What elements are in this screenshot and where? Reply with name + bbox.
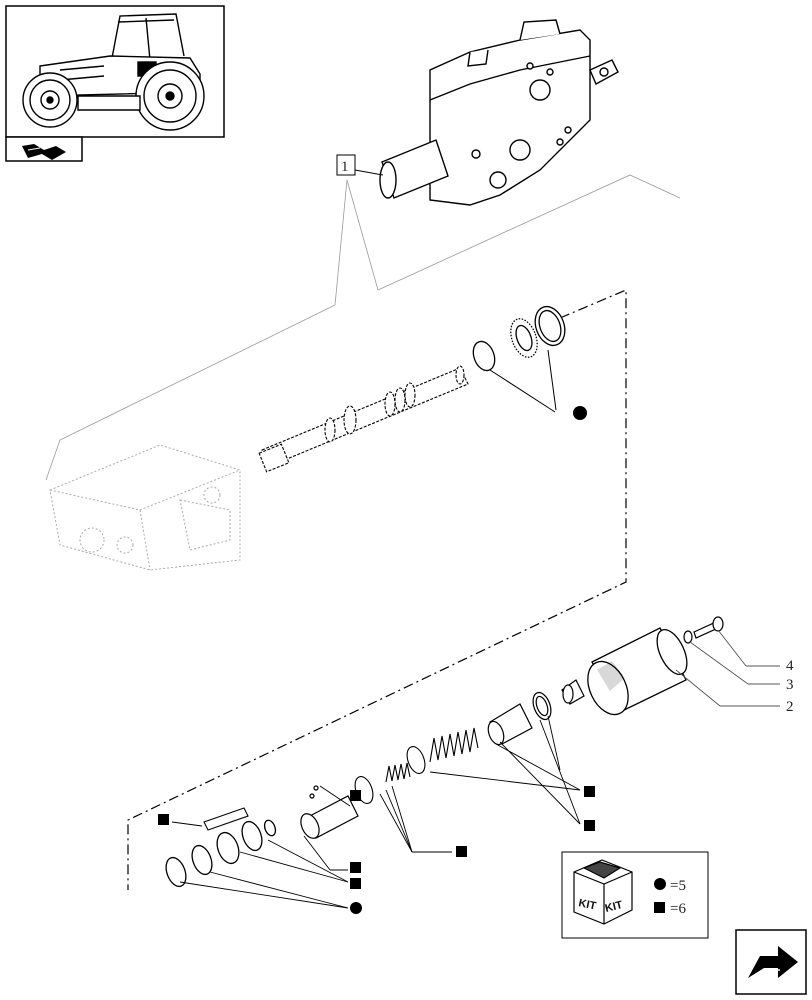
key-pin — [203, 807, 249, 831]
tractor-thumbnail-icon — [22, 13, 205, 131]
springs — [354, 727, 479, 804]
cap-part-2 — [587, 627, 688, 716]
thumbnail-panel[interactable] — [5, 5, 225, 162]
kit-legend[interactable]: KIT KIT =5 =6 — [561, 851, 709, 939]
callout-leaders — [675, 629, 780, 707]
kit-badge-left: KIT — [577, 897, 597, 912]
spool — [258, 365, 469, 473]
legend-circle-ref: =5 — [670, 878, 686, 894]
kit6-markers — [158, 786, 595, 889]
callout-4[interactable]: 4 — [786, 658, 794, 674]
callout-1[interactable]: 1 — [336, 154, 384, 176]
kit-box-icon — [573, 859, 633, 925]
kit-leaders-lower — [171, 715, 581, 909]
legend-circle-icon — [654, 878, 666, 890]
seal-set-top — [472, 305, 566, 372]
legend-square-ref: =6 — [670, 901, 686, 917]
orings-lower — [165, 819, 277, 888]
next-page-button[interactable] — [735, 929, 807, 995]
guide-lines — [45, 174, 681, 481]
bolt-part-4 — [693, 616, 724, 639]
callout-1-label: 1 — [341, 159, 349, 175]
washer-part-3 — [683, 630, 693, 644]
next-page-arrow-icon — [748, 946, 798, 981]
kit5-leader-top — [489, 349, 557, 413]
book-arrow-icon — [22, 144, 66, 160]
kit-badge-right: KIT — [604, 899, 624, 915]
callout-3[interactable]: 3 — [786, 677, 794, 693]
piston — [300, 785, 359, 839]
control-valve-section — [379, 19, 619, 206]
kit5-marker-lower — [350, 902, 362, 914]
plug-and-seals — [487, 679, 585, 746]
kit5-marker-top — [573, 406, 587, 420]
callout-2[interactable]: 2 — [786, 699, 794, 715]
assembly-boundary — [127, 289, 627, 890]
valve-body-ghost — [49, 444, 241, 571]
legend-square-icon — [654, 902, 665, 913]
